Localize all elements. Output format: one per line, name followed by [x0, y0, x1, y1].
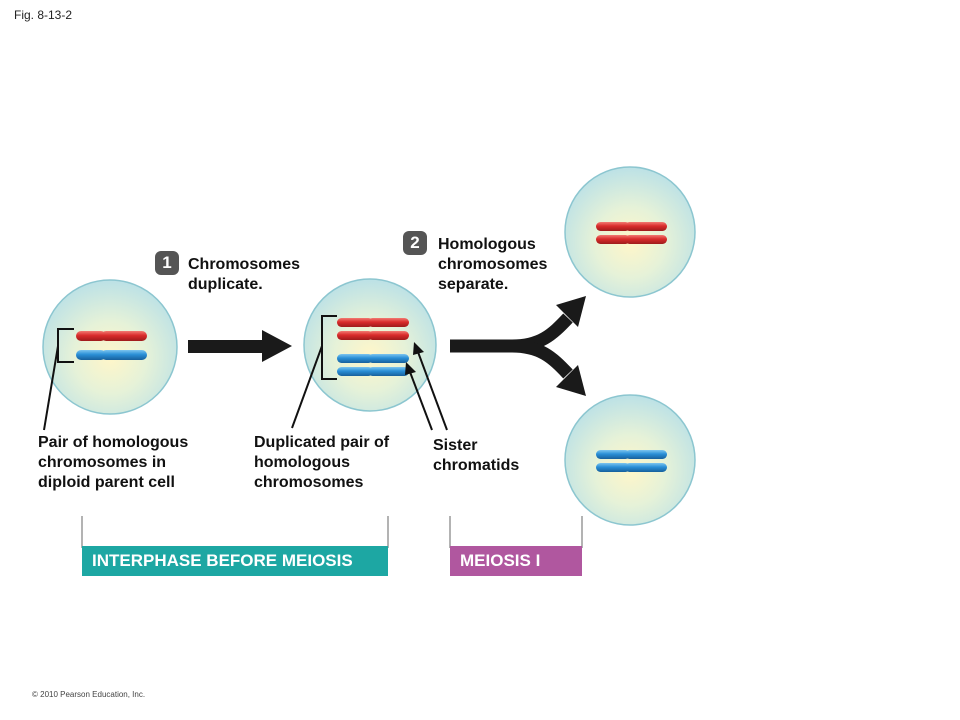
pair-label-line-1: Pair of homologous: [38, 434, 189, 451]
sister-label-line-2: chromatids: [433, 457, 520, 474]
step-1-line-1: Chromosomes: [188, 256, 301, 273]
phase-bar-meiosis-1: MEIOSIS I: [450, 546, 582, 576]
step-2-line-2: chromosomes: [438, 256, 548, 273]
duplicated-label-line-1: Duplicated pair of: [254, 434, 390, 451]
pair-label: Pair of homologous chromosomes in diploi…: [38, 433, 188, 493]
daughter-cell-bottom: [564, 394, 696, 526]
duplicated-label-line-2: homologous: [254, 454, 350, 471]
parent-red-chromosome: [76, 331, 147, 341]
parent-blue-chromosome: [76, 350, 147, 360]
daughter-cell-top: [564, 166, 696, 298]
meiosis-bracket: [449, 516, 583, 548]
sister-label-line-1: Sister: [433, 437, 478, 454]
step-2-text: Homologous chromosomes separate.: [438, 235, 547, 295]
step-1-badge: 1: [155, 251, 179, 275]
pair-label-line-3: diploid parent cell: [38, 474, 175, 491]
sister-leader-lines: [405, 342, 448, 431]
pair-leader-line: [43, 345, 59, 431]
step-2-line-1: Homologous: [438, 236, 536, 253]
pair-bracket: [57, 328, 74, 363]
step-2-badge: 2: [403, 231, 427, 255]
figure-label: Fig. 8-13-2: [14, 8, 73, 22]
duplicated-blue-chromosome: [337, 354, 409, 376]
step-1-text: Chromosomes duplicate.: [188, 255, 300, 295]
parent-cell: [42, 279, 178, 415]
interphase-bracket: [81, 516, 389, 548]
duplicated-label: Duplicated pair of homologous chromosome…: [254, 433, 389, 493]
duplicated-label-line-3: chromosomes: [254, 474, 364, 491]
duplicated-red-chromosome: [337, 318, 409, 340]
phase-bar-interphase: INTERPHASE BEFORE MEIOSIS: [82, 546, 388, 576]
daughter-blue-chromosome: [596, 450, 667, 472]
step-2-line-3: separate.: [438, 276, 509, 293]
duplicated-leader-line: [291, 345, 323, 429]
copyright-text: © 2010 Pearson Education, Inc.: [32, 690, 146, 699]
sister-chromatids-label: Sister chromatids: [433, 436, 519, 476]
separation-fork-arrow: [450, 296, 586, 396]
daughter-red-chromosome: [596, 222, 667, 244]
pair-label-line-2: chromosomes in: [38, 454, 167, 471]
duplicate-arrow: [188, 330, 292, 362]
step-1-line-2: duplicate.: [188, 276, 263, 293]
